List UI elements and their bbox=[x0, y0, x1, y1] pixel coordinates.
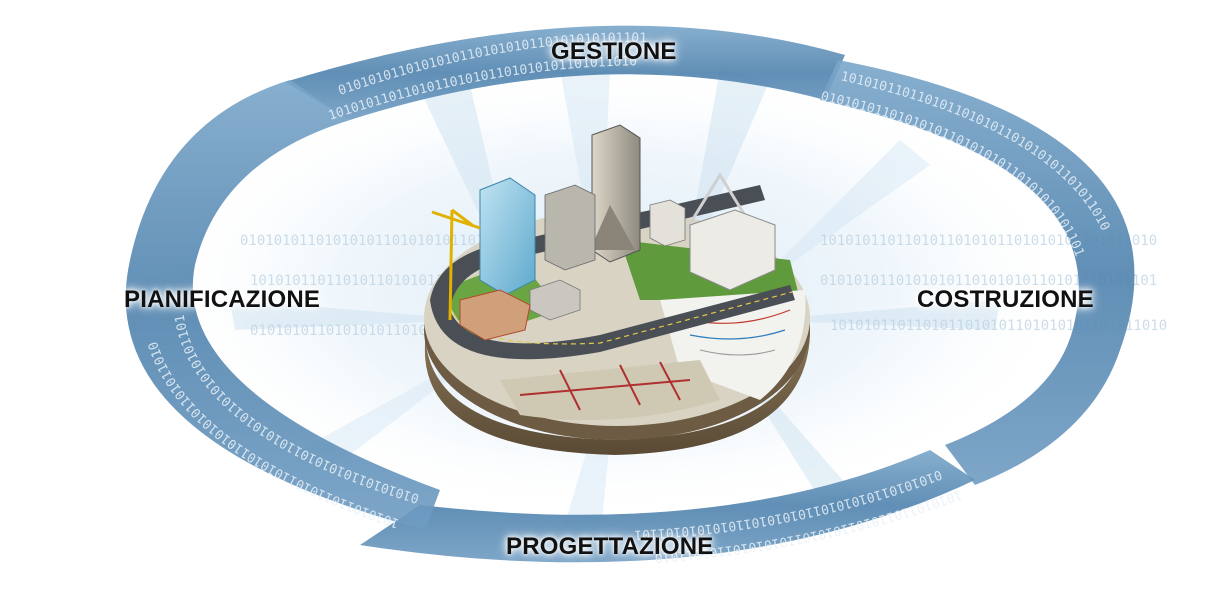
city-illustration bbox=[424, 124, 810, 455]
office-block bbox=[689, 209, 776, 291]
arrow-segment-costruzione bbox=[820, 60, 1135, 485]
phase-label-costruzione: COSTRUZIONE bbox=[917, 286, 1094, 313]
crane-icon bbox=[431, 208, 481, 321]
phase-label-progettazione: PROGETTAZIONE bbox=[506, 533, 714, 560]
construction-site bbox=[459, 289, 531, 341]
arrow-segment-pianificazione bbox=[125, 80, 440, 530]
svg-text:010101011010101011010101011010: 0101010110101010110101010110101010101101 bbox=[820, 273, 1157, 289]
cycle-ring bbox=[125, 25, 1135, 563]
glass-tower bbox=[479, 177, 536, 296]
phase-label-gestione: GESTIONE bbox=[551, 38, 677, 65]
arrow-segment-progettazione bbox=[360, 450, 975, 563]
phase-label-pianificazione: PIANIFICAZIONE bbox=[124, 286, 321, 313]
arrow-segment-gestione bbox=[285, 25, 845, 120]
